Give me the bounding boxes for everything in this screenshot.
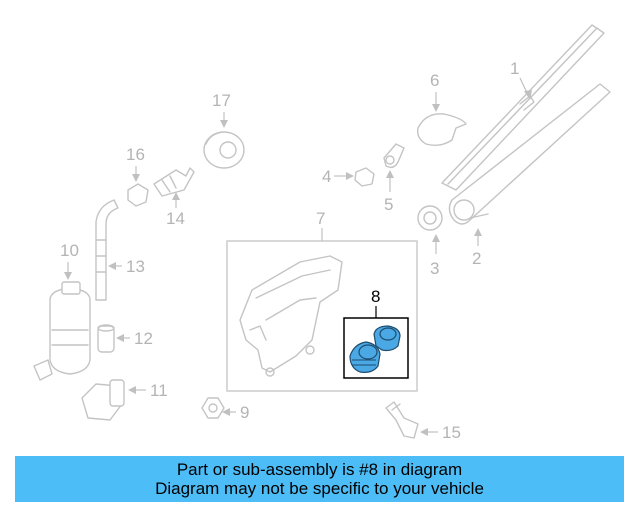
svg-text:2: 2 — [472, 249, 481, 268]
callout-13: 13 — [108, 257, 145, 276]
part-10-washer-pump[interactable] — [33, 281, 91, 381]
svg-text:11: 11 — [150, 381, 168, 400]
callout-1: 1 — [510, 59, 532, 100]
parts-diagram: 1 2 3 4 5 — [33, 24, 611, 442]
svg-text:17: 17 — [212, 91, 231, 110]
svg-text:10: 10 — [60, 241, 79, 260]
svg-text:4: 4 — [322, 167, 331, 186]
svg-text:15: 15 — [442, 423, 461, 442]
info-banner: Part or sub-assembly is #8 in diagram Di… — [15, 456, 624, 502]
callout-15: 15 — [420, 423, 461, 442]
part-16-clip[interactable] — [127, 183, 149, 207]
callout-6: 6 — [430, 71, 440, 112]
banner-line-2: Diagram may not be specific to your vehi… — [155, 479, 484, 498]
part-15-nozzle[interactable] — [385, 401, 419, 439]
part-4-nut[interactable] — [354, 167, 375, 187]
callout-17: 17 — [212, 91, 231, 128]
callout-3: 3 — [430, 234, 440, 278]
callout-8: 8 — [371, 287, 380, 318]
callout-14: 14 — [166, 192, 185, 228]
part-2-wiper-arm[interactable] — [448, 83, 611, 225]
svg-text:16: 16 — [126, 145, 145, 164]
callout-12: 12 — [116, 329, 153, 348]
part-9-nut[interactable] — [201, 397, 225, 419]
part-6-cover-cap[interactable] — [416, 113, 467, 147]
part-1-wiper-blade[interactable] — [441, 24, 605, 191]
part-8-bushings[interactable] — [349, 325, 401, 373]
part-13-hose[interactable] — [95, 199, 119, 301]
svg-text:14: 14 — [166, 209, 185, 228]
part-5-grommet[interactable] — [383, 143, 405, 169]
part-12-filter[interactable] — [97, 324, 115, 353]
svg-text:12: 12 — [134, 329, 153, 348]
svg-text:9: 9 — [240, 403, 249, 422]
part-14-nozzle[interactable] — [153, 167, 195, 197]
svg-text:6: 6 — [430, 71, 439, 90]
part-11-connector[interactable] — [81, 379, 125, 421]
callout-10: 10 — [60, 241, 79, 280]
callout-2: 2 — [472, 228, 482, 268]
svg-text:7: 7 — [316, 209, 325, 228]
part-7-wiper-motor[interactable] — [239, 255, 343, 377]
banner-line-1: Part or sub-assembly is #8 in diagram — [176, 460, 463, 479]
svg-text:1: 1 — [510, 59, 519, 78]
callout-9: 9 — [222, 403, 249, 422]
callout-7: 7 — [316, 209, 325, 241]
svg-text:8: 8 — [371, 287, 380, 306]
part-3-nut[interactable] — [417, 205, 443, 231]
svg-text:5: 5 — [384, 195, 393, 214]
callout-11: 11 — [128, 381, 168, 400]
callout-4: 4 — [322, 167, 354, 186]
svg-text:13: 13 — [126, 257, 145, 276]
callout-16: 16 — [126, 145, 145, 182]
part-17-grommet[interactable] — [203, 131, 245, 169]
svg-text:3: 3 — [430, 259, 439, 278]
callout-5: 5 — [384, 170, 394, 214]
